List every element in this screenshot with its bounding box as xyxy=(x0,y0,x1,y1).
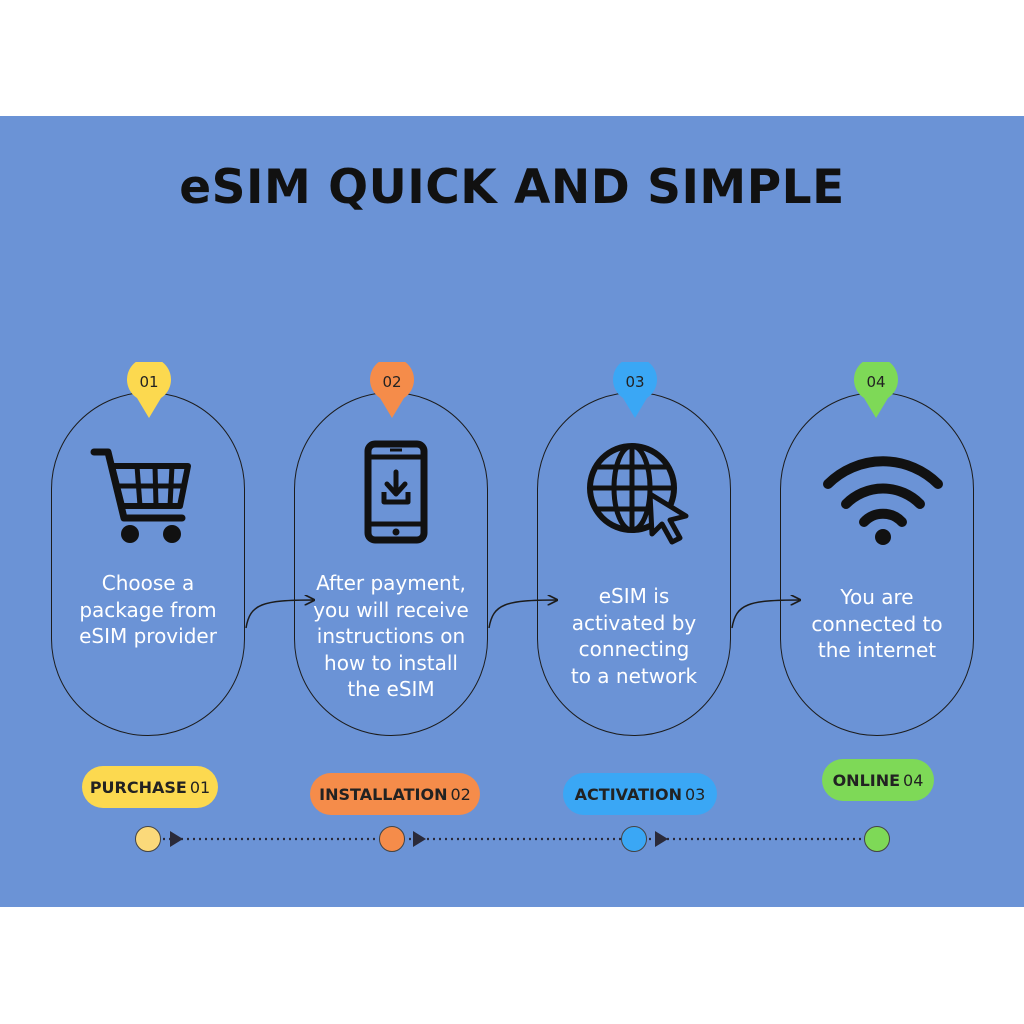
step-3-description: eSIM is activated by connecting to a net… xyxy=(539,583,729,689)
badge-label: ACTIVATION xyxy=(574,784,682,804)
step-3-line: connecting xyxy=(578,637,690,661)
globe-cursor-icon xyxy=(587,443,689,545)
step-3-line: to a network xyxy=(570,663,698,688)
infographic-panel: eSIM QUICK AND SIMPLE 01 Choose a packag… xyxy=(0,116,1024,907)
page-title: eSIM QUICK AND SIMPLE xyxy=(179,160,845,215)
connectors xyxy=(163,116,862,847)
step-4-number: 04 xyxy=(866,373,886,391)
step-1-card xyxy=(51,392,245,736)
badge-number: 02 xyxy=(450,784,471,804)
step-2-line: the eSIM xyxy=(347,677,435,701)
step-4-description: You are connected to the internet xyxy=(782,584,972,664)
wifi-icon xyxy=(823,456,943,545)
step-2-line: you will receive xyxy=(313,597,469,622)
step-2-line: how to install xyxy=(324,650,458,675)
step-2-line: instructions on xyxy=(316,624,466,648)
step-1-pin: 01 xyxy=(127,357,171,420)
step-4-card xyxy=(780,392,974,736)
step-2-pin: 02 xyxy=(370,357,414,420)
timeline-arrow-2 xyxy=(413,831,426,847)
connector-arrow-2 xyxy=(488,600,557,629)
timeline-arrow-1 xyxy=(170,831,183,847)
badge-label: PURCHASE xyxy=(89,777,187,797)
step-4-line: the internet xyxy=(817,638,937,662)
badge-number: 03 xyxy=(684,784,706,804)
timeline-dot-1 xyxy=(135,826,161,852)
step-3-number: 03 xyxy=(625,373,645,391)
step-1-number: 01 xyxy=(139,373,159,391)
badge-number: 04 xyxy=(903,770,924,790)
step-4-pin: 04 xyxy=(854,357,898,420)
step-1-description: Choose a package from eSIM provider xyxy=(53,570,243,650)
shopping-cart-icon xyxy=(90,448,191,543)
step-4-line: You are xyxy=(840,585,914,609)
step-4-line: connected to xyxy=(811,611,943,636)
timeline-arrow-3 xyxy=(655,831,668,847)
step-1-line: Choose a xyxy=(101,571,195,595)
step-1-line: package from xyxy=(79,597,217,622)
step-2-number: 02 xyxy=(382,373,402,391)
phone-download-icon xyxy=(364,440,428,544)
timeline-dot-3 xyxy=(621,826,647,852)
step-3-line: eSIM is xyxy=(598,584,670,608)
timeline-dot-2 xyxy=(379,826,405,852)
connector-arrow-1 xyxy=(245,600,314,629)
badge-number: 01 xyxy=(189,777,211,797)
badge-label: ONLINE xyxy=(832,770,901,790)
badge-label: INSTALLATION xyxy=(319,784,448,804)
timeline-dot-4 xyxy=(864,826,890,852)
step-2-description: After payment, you will receive instruct… xyxy=(296,570,486,703)
connector-arrow-3 xyxy=(731,600,800,629)
step-3-pin: 03 xyxy=(613,357,657,420)
step-2-line: After payment, xyxy=(316,571,466,595)
step-1-line: eSIM provider xyxy=(79,624,217,648)
step-3-line: activated by xyxy=(571,610,697,635)
